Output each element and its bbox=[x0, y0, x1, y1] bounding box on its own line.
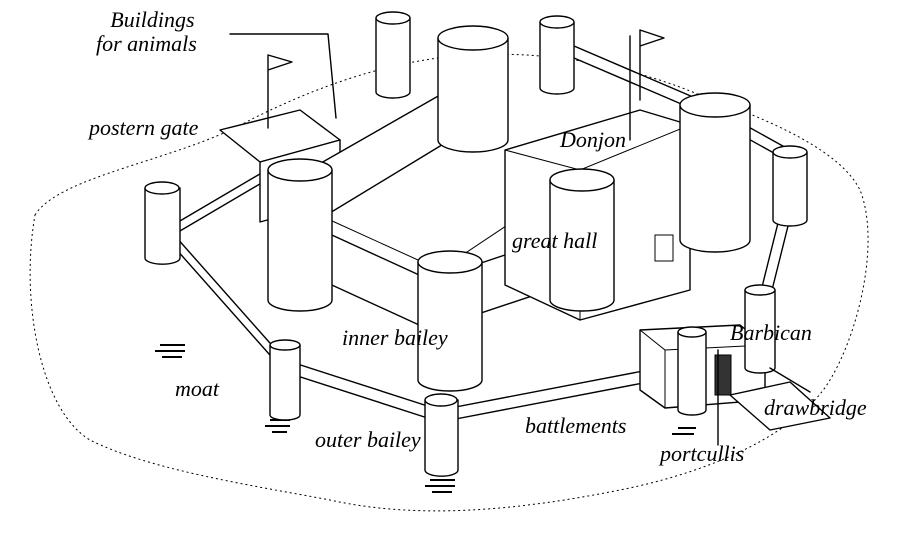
label-drawbridge: drawbridge bbox=[764, 395, 867, 420]
flag-right bbox=[639, 29, 665, 101]
label-buildings-line2: for animals bbox=[96, 31, 197, 56]
inner-tower-left bbox=[267, 158, 333, 312]
label-donjon: Donjon bbox=[560, 127, 626, 152]
outer-tower-back-left bbox=[375, 11, 411, 99]
label-postern-gate: postern gate bbox=[89, 115, 199, 140]
label-barbican: Barbican bbox=[730, 320, 812, 345]
outer-tower-back bbox=[539, 15, 575, 95]
inner-tower-center bbox=[549, 168, 615, 312]
label-inner-bailey: inner bailey bbox=[342, 325, 448, 350]
label-buildings-line1: Buildings bbox=[110, 7, 195, 32]
flag-left bbox=[267, 54, 293, 129]
outer-tower-front-left bbox=[269, 339, 301, 421]
great-hall-window bbox=[654, 234, 674, 262]
label-portcullis: portcullis bbox=[660, 441, 745, 466]
inner-tower-back bbox=[437, 25, 509, 153]
outer-tower-front bbox=[424, 393, 459, 477]
outer-tower-right bbox=[772, 145, 808, 227]
label-buildings-for-animals: Buildings for animals bbox=[96, 7, 197, 56]
barbican bbox=[639, 284, 776, 416]
label-outer-bailey: outer bailey bbox=[315, 427, 421, 452]
drawbridge-deck bbox=[729, 381, 831, 431]
inner-tower-front bbox=[417, 250, 483, 392]
outer-tower-left bbox=[144, 181, 181, 265]
moat-water-marks bbox=[145, 239, 696, 493]
moat-outline bbox=[29, 53, 869, 512]
label-moat: moat bbox=[175, 376, 219, 401]
inner-tower-right bbox=[679, 92, 751, 253]
label-battlements: battlements bbox=[525, 413, 627, 438]
leader-lines bbox=[229, 33, 811, 446]
outer-wall-back-left bbox=[167, 167, 271, 239]
portcullis-gate bbox=[714, 354, 732, 396]
inner-courtyard bbox=[330, 150, 560, 270]
label-great-hall: great hall bbox=[512, 228, 598, 253]
outer-wall-front bbox=[284, 359, 441, 423]
